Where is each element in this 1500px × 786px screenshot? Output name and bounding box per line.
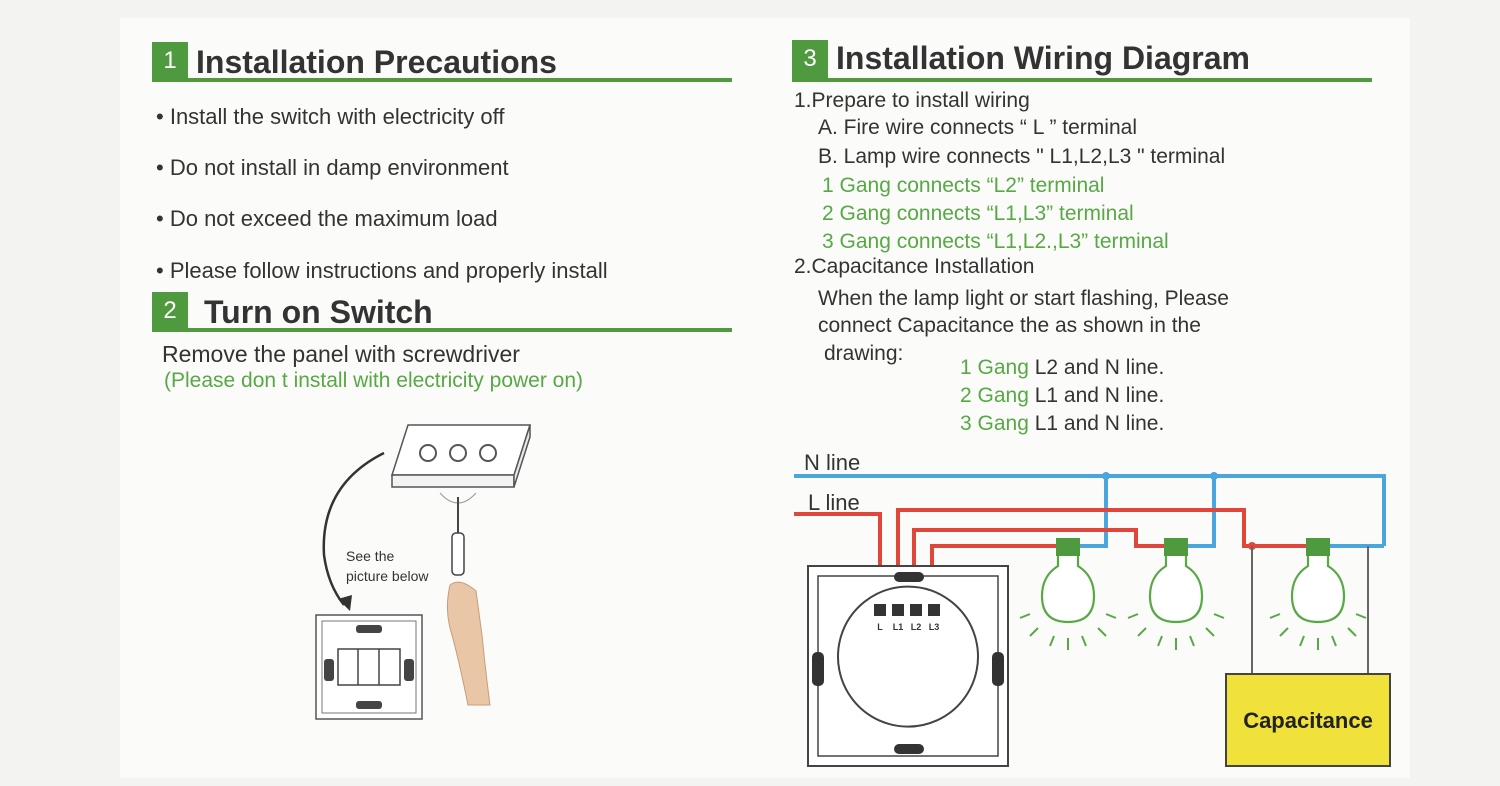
section-2-number: 2 [152, 292, 188, 330]
capacitance-gang-3: 3 Gang L1 and N line. [960, 412, 1165, 435]
capacitance-box [1225, 673, 1391, 767]
section-3-header: 3 Installation Wiring Diagram [792, 40, 1372, 82]
section-2-underline [152, 328, 732, 332]
panel-button-3 [479, 444, 497, 462]
capacitance-gang-1: 1 Gang L2 and N line. [960, 356, 1165, 379]
section-1-number: 1 [152, 42, 188, 80]
n-line-label: N line [804, 450, 860, 475]
l-line-label: L line [808, 490, 860, 515]
remove-panel-text: Remove the panel with screwdriver [162, 341, 520, 367]
capacitance-note-1: When the lamp light or start flashing, P… [818, 287, 1229, 310]
lamp-2 [1126, 536, 1226, 652]
precaution-2: • Do not install in damp environment [156, 155, 509, 180]
terminal-l1-label: L1 [893, 622, 904, 632]
section-1-title: Installation Precautions [196, 44, 557, 80]
capacitance-note-3: drawing: [824, 342, 904, 365]
see-picture-label-1: See the [346, 548, 394, 564]
capacitance-wires [1251, 546, 1369, 674]
precaution-4: • Please follow instructions and properl… [156, 258, 608, 283]
terminal-l-label: L [877, 622, 883, 632]
panel-button-1 [419, 444, 437, 462]
precaution-3: • Do not exceed the maximum load [156, 206, 498, 231]
gang-2-connection: 2 Gang connects “L1,L3” terminal [822, 202, 1134, 225]
section-2-title: Turn on Switch [204, 294, 433, 330]
panel-button-2 [449, 444, 467, 462]
wiring-diagram: N line L line L L1 L2 L3 [794, 450, 1391, 767]
n-wire [794, 474, 1386, 548]
section-1-underline [152, 78, 732, 82]
step-1-fire-wire: A. Fire wire connects “ L ” terminal [818, 116, 1137, 139]
lamp-3 [1268, 536, 1368, 652]
lamp-1 [1018, 536, 1118, 652]
step-1-heading: 1.Prepare to install wiring [794, 89, 1030, 112]
switch-removal-illustration: See the picture below [315, 424, 532, 720]
section-3-underline [792, 78, 1372, 82]
section-1-header: 1 Installation Precautions [152, 42, 732, 82]
step-2-heading: 2.Capacitance Installation [794, 255, 1035, 278]
switch-base: L L1 L2 L3 [807, 565, 1009, 767]
section-3-title: Installation Wiring Diagram [836, 40, 1250, 76]
see-picture-label-2: picture below [346, 568, 429, 584]
terminal-l2-label: L2 [911, 622, 922, 632]
power-warning-text: (Please don t install with electricity p… [164, 369, 584, 392]
step-1-lamp-wire: B. Lamp wire connects " L1,L2,L3 " termi… [818, 145, 1226, 168]
capacitance-note-2: connect Capacitance the as shown in the [818, 314, 1201, 337]
section-3-number: 3 [792, 40, 828, 78]
capacitance-label: Capacitance [1243, 708, 1373, 733]
precaution-1: • Install the switch with electricity of… [156, 104, 505, 129]
terminal-l3-label: L3 [929, 622, 940, 632]
section-2-header: 2 Turn on Switch [152, 292, 732, 332]
capacitance-gang-2: 2 Gang L1 and N line. [960, 384, 1165, 407]
gang-3-connection: 3 Gang connects “L1,L2.,L3” terminal [822, 230, 1169, 253]
gang-1-connection: 1 Gang connects “L2” terminal [822, 174, 1105, 197]
